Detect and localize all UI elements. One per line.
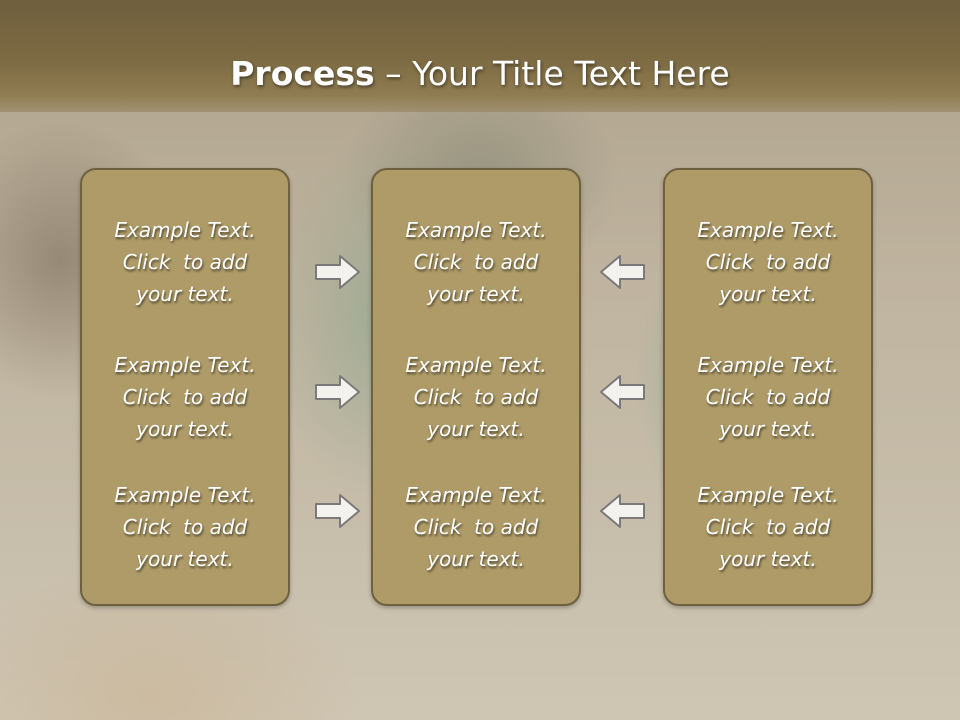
text-item[interactable]: Example Text. Click to add your text. (373, 479, 579, 575)
text-line: Example Text. (697, 218, 839, 242)
text-item[interactable]: Example Text. Click to add your text. (373, 349, 579, 445)
text-line: Click to add (705, 250, 831, 274)
text-item[interactable]: Example Text. Click to add your text. (373, 214, 579, 310)
process-box-right[interactable]: Example Text. Click to add your text. Ex… (663, 168, 873, 606)
text-line: Click to add (705, 385, 831, 409)
text-line: Click to add (413, 250, 539, 274)
text-item[interactable]: Example Text. Click to add your text. (665, 479, 871, 575)
text-line: your text. (136, 547, 234, 571)
text-line: your text. (427, 547, 525, 571)
text-line: Click to add (413, 385, 539, 409)
text-line: Example Text. (405, 483, 547, 507)
slide-title[interactable]: Process – Your Title Text Here (0, 52, 960, 96)
text-line: Example Text. (697, 483, 839, 507)
text-line: Example Text. (114, 218, 256, 242)
text-line: your text. (719, 417, 817, 441)
text-line: your text. (136, 282, 234, 306)
title-rest: – Your Title Text Here (374, 54, 730, 93)
text-item[interactable]: Example Text. Click to add your text. (665, 349, 871, 445)
text-line: Example Text. (114, 353, 256, 377)
text-line: your text. (427, 417, 525, 441)
text-line: Click to add (122, 250, 248, 274)
text-line: Click to add (705, 515, 831, 539)
text-line: Click to add (122, 385, 248, 409)
text-line: Example Text. (114, 483, 256, 507)
arrow-right-icon (315, 375, 360, 409)
text-line: your text. (719, 547, 817, 571)
text-line: Example Text. (405, 353, 547, 377)
arrow-right-icon (315, 494, 360, 528)
arrow-left-icon (600, 494, 645, 528)
text-line: your text. (719, 282, 817, 306)
title-bar (0, 0, 960, 112)
text-line: Click to add (122, 515, 248, 539)
process-box-center[interactable]: Example Text. Click to add your text. Ex… (371, 168, 581, 606)
text-item[interactable]: Example Text. Click to add your text. (82, 349, 288, 445)
text-item[interactable]: Example Text. Click to add your text. (665, 214, 871, 310)
text-item[interactable]: Example Text. Click to add your text. (82, 479, 288, 575)
arrow-right-icon (315, 255, 360, 289)
process-box-left[interactable]: Example Text. Click to add your text. Ex… (80, 168, 290, 606)
arrow-left-icon (600, 255, 645, 289)
arrow-left-icon (600, 375, 645, 409)
text-line: Click to add (413, 515, 539, 539)
text-line: your text. (427, 282, 525, 306)
text-line: your text. (136, 417, 234, 441)
text-item[interactable]: Example Text. Click to add your text. (82, 214, 288, 310)
title-strong: Process (230, 54, 375, 93)
text-line: Example Text. (697, 353, 839, 377)
text-line: Example Text. (405, 218, 547, 242)
